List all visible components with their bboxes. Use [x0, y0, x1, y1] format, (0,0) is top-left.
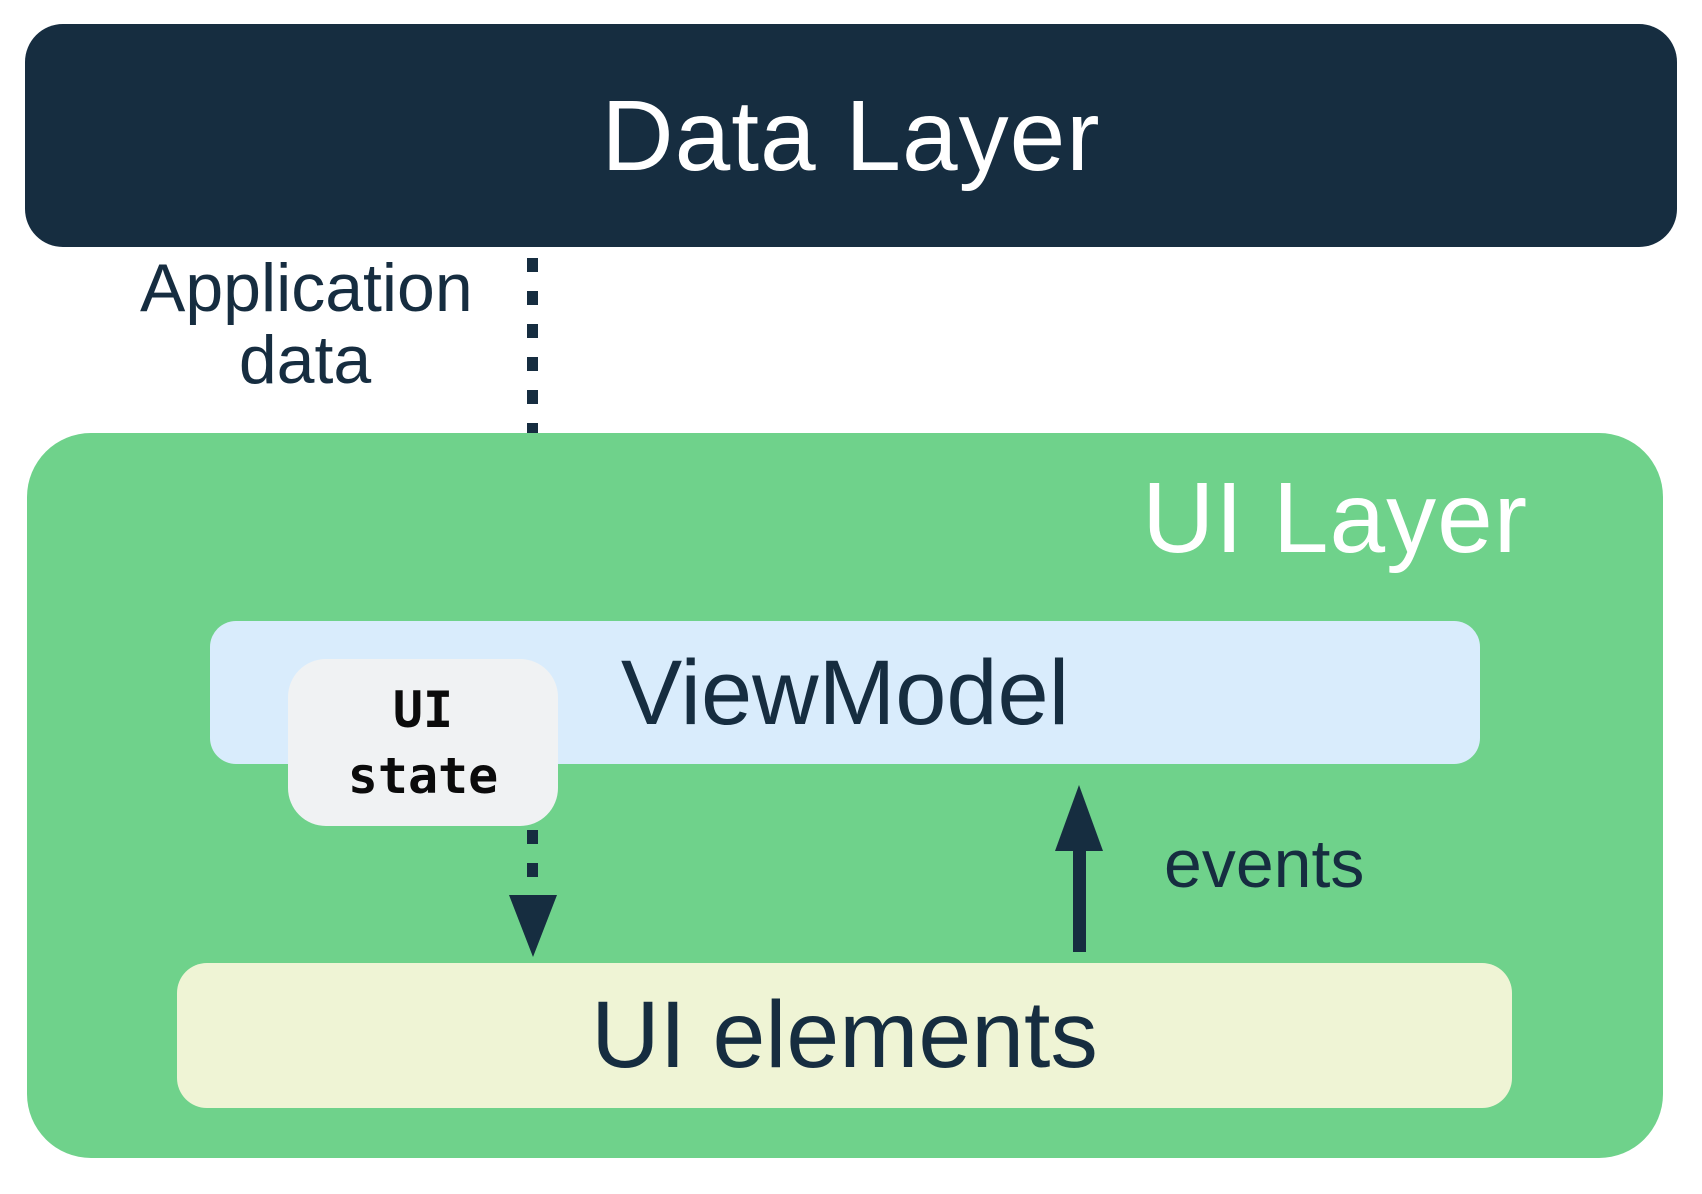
ui-elements-label: UI elements — [591, 982, 1098, 1088]
ui-elements-box: UI elements — [177, 963, 1512, 1108]
data-layer-label: Data Layer — [601, 79, 1101, 192]
application-data-dotted-line — [527, 258, 538, 556]
ui-layer-label: UI Layer — [1142, 462, 1528, 574]
arrow-up-icon — [1055, 785, 1103, 851]
application-data-label: Application data — [140, 250, 473, 398]
ui-state-label: UI state — [347, 680, 499, 805]
events-arrow-shaft — [1073, 850, 1086, 952]
viewmodel-label: ViewModel — [620, 641, 1070, 744]
arrow-down-icon — [509, 895, 557, 957]
events-label: events — [1164, 826, 1365, 902]
ui-state-dotted-line — [527, 830, 538, 892]
data-layer-box: Data Layer — [25, 24, 1677, 247]
ui-state-badge: UI state — [288, 659, 558, 826]
